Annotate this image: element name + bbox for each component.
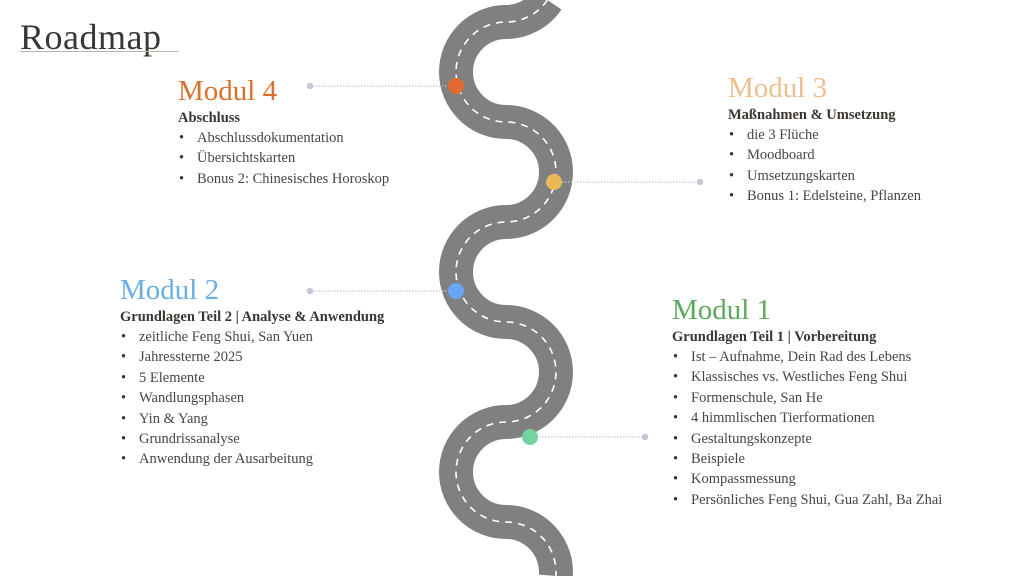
modul-1-subtitle: Grundlagen Teil 1 | Vorbereitung (672, 329, 877, 345)
list-item: Grundrissanalyse (120, 429, 384, 450)
list-item: Moodboard (728, 145, 921, 166)
list-item: Gestaltungskonzepte (672, 429, 942, 450)
connector-end-dot (696, 178, 704, 186)
list-item: Yin & Yang (120, 409, 384, 430)
page-title: Roadmap (20, 17, 162, 57)
list-item: Beispiele (672, 449, 942, 470)
modul-2-block: Modul 2 Grundlagen Teil 2 | Analyse & An… (120, 273, 384, 470)
modul-2-list: zeitliche Feng Shui, San Yuen Jahresster… (120, 327, 384, 470)
modul-2-title: Modul 2 (120, 274, 220, 306)
list-item: Kompassmessung (672, 469, 942, 490)
list-item: die 3 Flüche (728, 125, 921, 146)
modul-4-title: Modul 4 (178, 75, 278, 107)
list-item: Jahressterne 2025 (120, 347, 384, 368)
list-item: Umsetzungskarten (728, 166, 921, 187)
list-item: Klassisches vs. Westliches Feng Shui (672, 367, 942, 388)
modul-1-title: Modul 1 (672, 294, 772, 326)
list-item: 4 himmlischen Tierformationen (672, 408, 942, 429)
modul-1-list: Ist – Aufnahme, Dein Rad des Lebens Klas… (672, 347, 942, 511)
modul-4-list: Abschlussdokumentation Übersichtskarten … (178, 128, 389, 190)
list-item: Ist – Aufnahme, Dein Rad des Lebens (672, 347, 942, 368)
title-underline (20, 51, 178, 52)
milestone-dot-modul-4 (448, 78, 464, 94)
list-item: zeitliche Feng Shui, San Yuen (120, 327, 384, 348)
modul-1-block: Modul 1 Grundlagen Teil 1 | Vorbereitung… (672, 293, 942, 511)
connector-end-dot (641, 433, 649, 441)
modul-4-block: Modul 4 Abschluss Abschlussdokumentation… (178, 74, 389, 190)
modul-3-list: die 3 Flüche Moodboard Umsetzungskarten … (728, 125, 921, 207)
list-item: Bonus 1: Edelsteine, Pflanzen (728, 186, 921, 207)
list-item: Anwendung der Ausarbeitung (120, 449, 384, 470)
list-item: Formenschule, San He (672, 388, 942, 409)
winding-road (439, 0, 573, 576)
modul-3-block: Modul 3 Maßnahmen & Umsetzung die 3 Flüc… (728, 71, 921, 207)
modul-3-subtitle: Maßnahmen & Umsetzung (728, 107, 896, 123)
list-item: Wandlungsphasen (120, 388, 384, 409)
modul-2-subtitle: Grundlagen Teil 2 | Analyse & Anwendung (120, 309, 385, 325)
list-item: Übersichtskarten (178, 148, 389, 169)
list-item: Abschlussdokumentation (178, 128, 389, 149)
milestone-dot-modul-1 (522, 429, 538, 445)
connector-end-dot (306, 82, 314, 90)
milestone-dot-modul-2 (448, 283, 464, 299)
connector-end-dot (306, 287, 314, 295)
list-item: Persönliches Feng Shui, Gua Zahl, Ba Zha… (672, 490, 942, 511)
modul-4-subtitle: Abschluss (178, 110, 241, 126)
milestone-dot-modul-3 (546, 174, 562, 190)
list-item: 5 Elemente (120, 368, 384, 389)
list-item: Bonus 2: Chinesisches Horoskop (178, 169, 389, 190)
modul-3-title: Modul 3 (728, 72, 828, 104)
